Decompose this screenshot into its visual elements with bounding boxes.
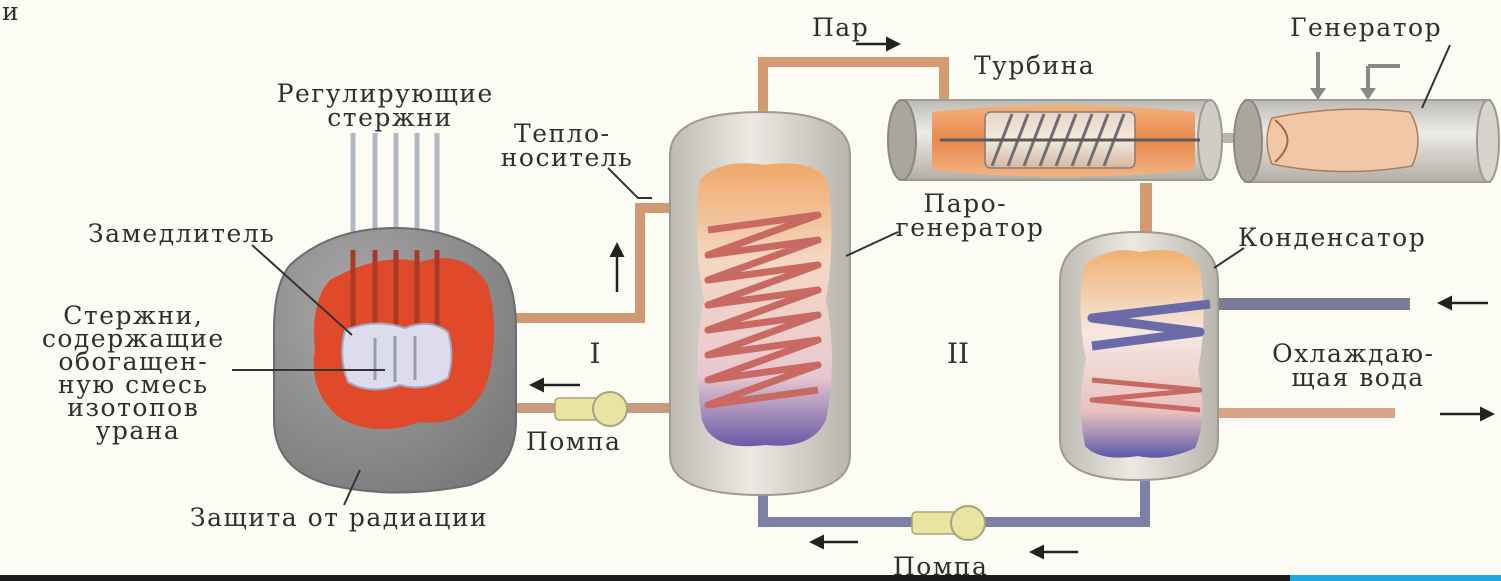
pump-primary-label: Помпа <box>526 427 621 456</box>
condenser-label: Конденсатор <box>1238 223 1426 252</box>
cooling-water-label: Охлаждаю- щая вода <box>1272 339 1444 392</box>
moderator-label: Замедлитель <box>88 219 275 248</box>
corner-mark: и <box>2 0 20 26</box>
steam-label: Пар <box>812 13 869 42</box>
pump-secondary-label: Помпа <box>893 552 988 581</box>
circuit-secondary-label: II <box>947 337 969 370</box>
circuit-primary-label: I <box>589 337 600 370</box>
fuel-assembly <box>342 323 451 389</box>
corner-bar <box>1290 575 1501 581</box>
condenser <box>1060 232 1218 480</box>
generator-label: Генератор <box>1290 13 1442 42</box>
coolant-label: Тепло- носитель <box>501 119 634 172</box>
steam-generator <box>670 112 850 495</box>
turbine <box>888 100 1222 180</box>
turbine-label: Турбина <box>974 51 1095 80</box>
radiation-shield-label: Защита от радиации <box>190 503 488 532</box>
